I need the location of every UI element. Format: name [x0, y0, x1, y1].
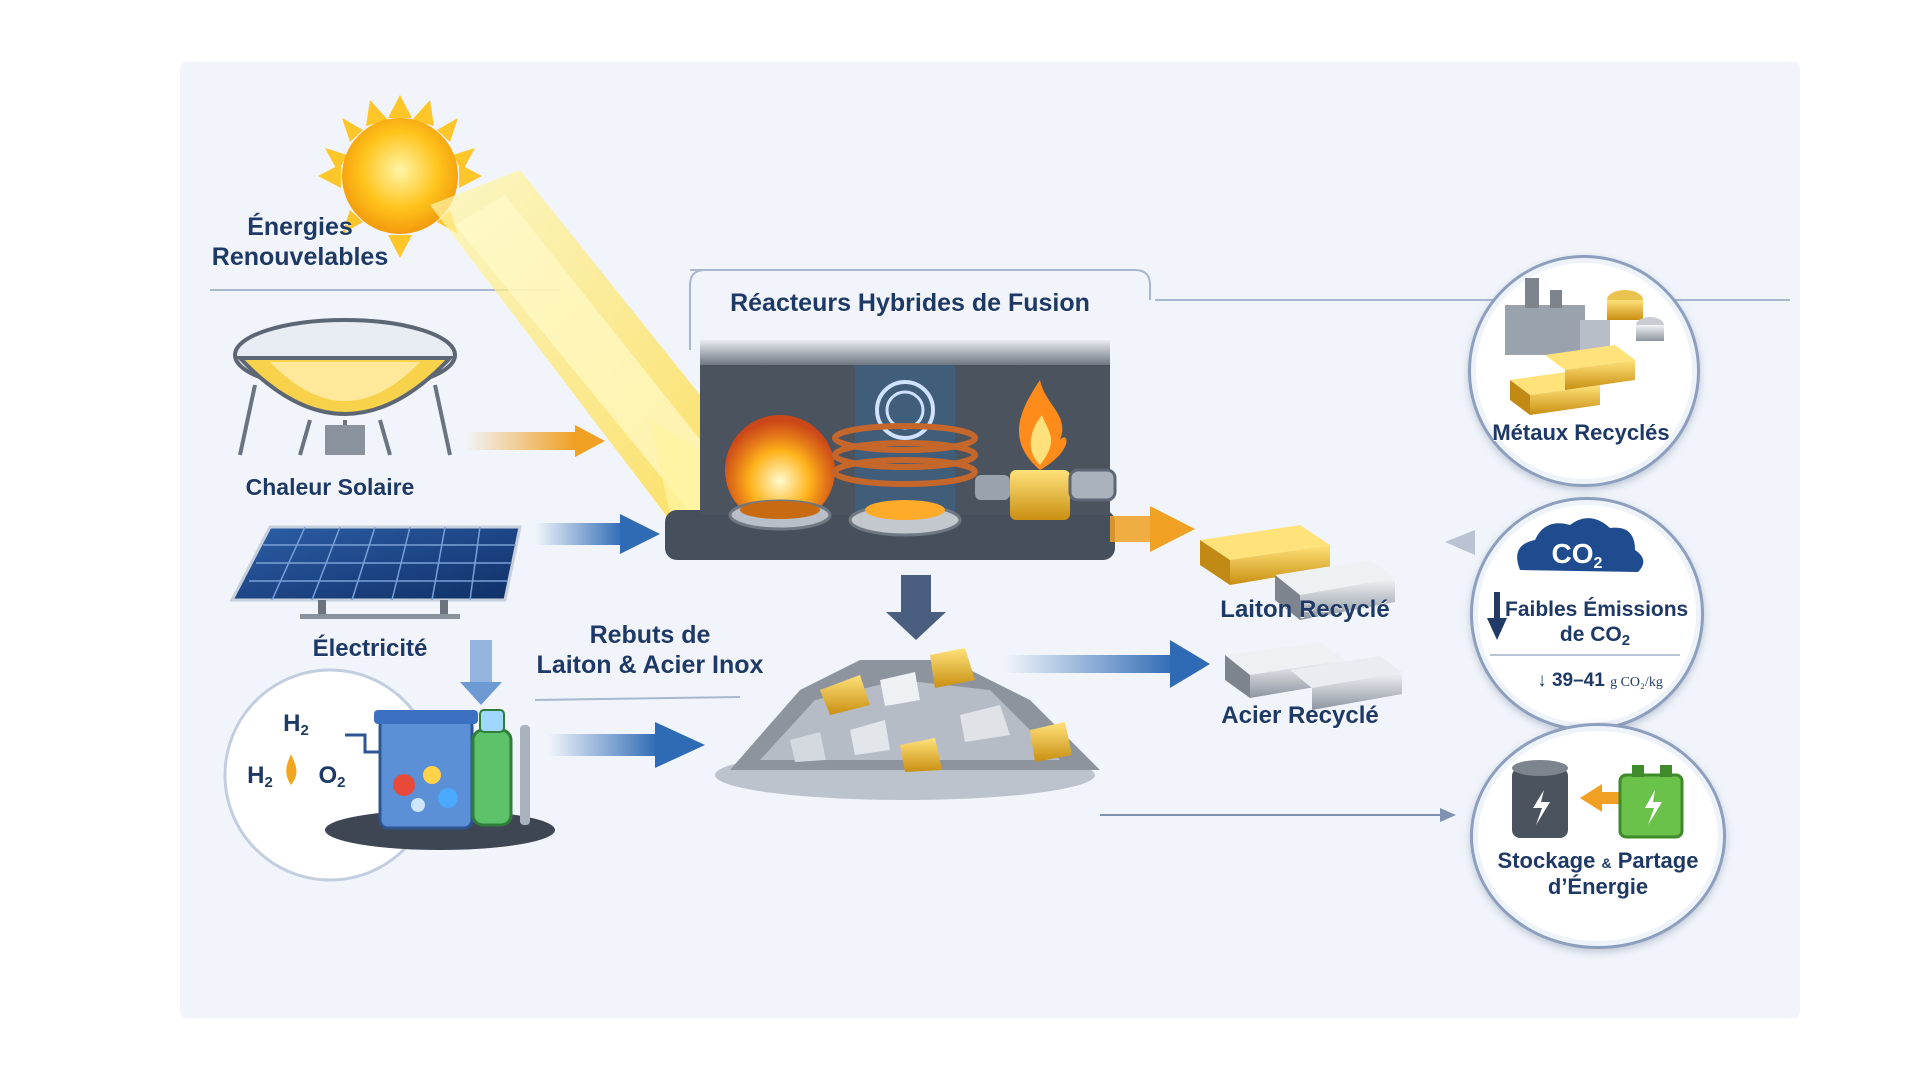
- scrap-label: Rebuts de Laiton & Acier Inox: [520, 620, 780, 680]
- arrow-electricity-down: [460, 640, 502, 705]
- emissions-value-row: ↓ 39–41 g CO₂/kg: [1510, 670, 1690, 693]
- arrow-scrap-steel: [1005, 640, 1210, 688]
- storage-line1: Stockage & Partage: [1478, 848, 1718, 874]
- reactor-icon: [665, 340, 1117, 560]
- storage-line2: d’Énergie: [1547, 874, 1649, 900]
- h2-left-sub: 2: [264, 774, 273, 791]
- storage-circle: [1470, 723, 1726, 949]
- arrow-to-storage: [1100, 808, 1456, 822]
- arrows: [460, 425, 1475, 822]
- h2-left-text: H: [247, 762, 265, 789]
- electrolyzer-icon: [325, 709, 555, 850]
- arrow-reactor-down: [886, 575, 946, 640]
- emissions-co2-sub: 2: [1621, 632, 1631, 650]
- steel-ingots-icon: [1225, 642, 1402, 710]
- storage-word2: Partage: [1617, 848, 1699, 873]
- emissions-down-arrow: ↓: [1537, 670, 1552, 691]
- brass-ingots-icon: [1200, 525, 1395, 620]
- o2-text: O: [318, 762, 338, 789]
- emissions-label: Faibles Émissions de CO2: [1505, 597, 1689, 650]
- metals-label: Métaux Recyclés: [1492, 420, 1670, 445]
- arrow-brass-co2: [1445, 530, 1475, 555]
- brass-label: Laiton Recyclé: [1220, 596, 1390, 623]
- o2-label: O2: [312, 762, 352, 792]
- renewables-line2: Renouvelables: [211, 243, 389, 271]
- renewables-label: Énergies Renouvelables: [200, 212, 400, 272]
- solar-panel-icon: [229, 525, 522, 619]
- emissions-value: 39–41: [1551, 670, 1605, 691]
- h2-top-sub: 2: [300, 722, 309, 739]
- scrap-line1: Rebuts de: [589, 621, 711, 649]
- recycled-metals-circle: [1468, 255, 1700, 487]
- o2-sub: 2: [337, 774, 346, 791]
- storage-word1: Stockage: [1497, 848, 1596, 873]
- solar-heat-label: Chaleur Solaire: [245, 474, 415, 500]
- storage-label: Stockage & Partage d’Énergie: [1478, 848, 1718, 901]
- flame-small-icon: [286, 754, 297, 785]
- h2-top-text: H: [283, 710, 301, 737]
- emissions-unit: g CO₂/kg: [1610, 675, 1663, 690]
- scrap-pile-icon: [715, 648, 1100, 800]
- arrow-reactor-out: [1110, 506, 1195, 552]
- emissions-line1: Faibles Émissions: [1505, 598, 1689, 621]
- emissions-co2-text: de CO: [1559, 623, 1622, 647]
- arrow-electrolyzer: [548, 722, 705, 768]
- electricity-label: Électricité: [312, 635, 428, 662]
- storage-amp: &: [1601, 855, 1612, 871]
- h2-left-label: H2: [240, 762, 280, 792]
- renewables-line1: Énergies: [247, 213, 353, 241]
- solar-dish-icon: [233, 318, 457, 456]
- scrap-line2: Laiton & Acier Inox: [536, 651, 764, 679]
- h2-top-label: H2: [276, 710, 316, 740]
- arrow-solar-heat: [465, 425, 605, 457]
- arrow-electricity: [535, 514, 660, 554]
- emissions-line2: de CO2: [1505, 622, 1685, 650]
- reactor-title: Réacteurs Hybrides de Fusion: [730, 289, 1090, 317]
- steel-label: Acier Recyclé: [1221, 702, 1379, 729]
